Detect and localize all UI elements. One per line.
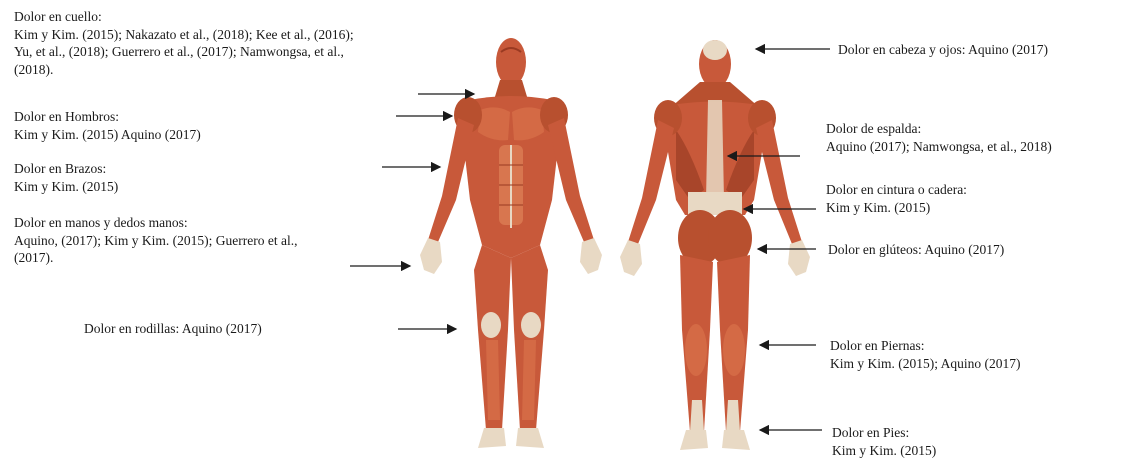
manos-title: Dolor en manos y dedos manos: bbox=[14, 214, 297, 232]
manos-line-1: Aquino, (2017); Kim y Kim. (2015); Guerr… bbox=[14, 232, 297, 250]
cuello-title: Dolor en cuello: bbox=[14, 8, 354, 26]
label-pies: Dolor en Pies: Kim y Kim. (2015) bbox=[832, 424, 936, 459]
cuello-line-3: (2018). bbox=[14, 61, 354, 79]
front-body-figure bbox=[420, 38, 602, 448]
label-cabeza: Dolor en cabeza y ojos: Aquino (2017) bbox=[838, 41, 1048, 59]
manos-line-2: (2017). bbox=[14, 249, 297, 267]
piernas-title: Dolor en Piernas: bbox=[830, 337, 1021, 355]
cintura-title: Dolor en cintura o cadera: bbox=[826, 181, 967, 199]
label-cuello: Dolor en cuello: Kim y Kim. (2015); Naka… bbox=[14, 8, 354, 78]
brazos-line-1: Kim y Kim. (2015) bbox=[14, 178, 118, 196]
label-piernas: Dolor en Piernas: Kim y Kim. (2015); Aqu… bbox=[830, 337, 1021, 372]
label-hombros: Dolor en Hombros: Kim y Kim. (2015) Aqui… bbox=[14, 108, 201, 143]
cabeza-title: Dolor en cabeza y ojos: Aquino (2017) bbox=[838, 41, 1048, 59]
label-rodillas: Dolor en rodillas: Aquino (2017) bbox=[84, 320, 262, 338]
rodillas-title: Dolor en rodillas: Aquino (2017) bbox=[84, 320, 262, 338]
espalda-line-1: Aquino (2017); Namwongsa, et al., 2018) bbox=[826, 138, 1052, 156]
brazos-title: Dolor en Brazos: bbox=[14, 160, 118, 178]
hombros-line-1: Kim y Kim. (2015) Aquino (2017) bbox=[14, 126, 201, 144]
cintura-line-1: Kim y Kim. (2015) bbox=[826, 199, 967, 217]
piernas-line-1: Kim y Kim. (2015); Aquino (2017) bbox=[830, 355, 1021, 373]
hombros-title: Dolor en Hombros: bbox=[14, 108, 201, 126]
gluteos-title: Dolor en glúteos: Aquino (2017) bbox=[828, 241, 1004, 259]
label-espalda: Dolor de espalda: Aquino (2017); Namwong… bbox=[826, 120, 1052, 155]
espalda-title: Dolor de espalda: bbox=[826, 120, 1052, 138]
cuello-line-2: Yu, et al., (2018); Guerrero et al., (20… bbox=[14, 43, 354, 61]
back-body-figure bbox=[620, 40, 810, 450]
cuello-line-1: Kim y Kim. (2015); Nakazato et al., (201… bbox=[14, 26, 354, 44]
pies-title: Dolor en Pies: bbox=[832, 424, 936, 442]
label-brazos: Dolor en Brazos: Kim y Kim. (2015) bbox=[14, 160, 118, 195]
label-cintura: Dolor en cintura o cadera: Kim y Kim. (2… bbox=[826, 181, 967, 216]
label-manos: Dolor en manos y dedos manos: Aquino, (2… bbox=[14, 214, 297, 267]
label-gluteos: Dolor en glúteos: Aquino (2017) bbox=[828, 241, 1004, 259]
pies-line-1: Kim y Kim. (2015) bbox=[832, 442, 936, 460]
